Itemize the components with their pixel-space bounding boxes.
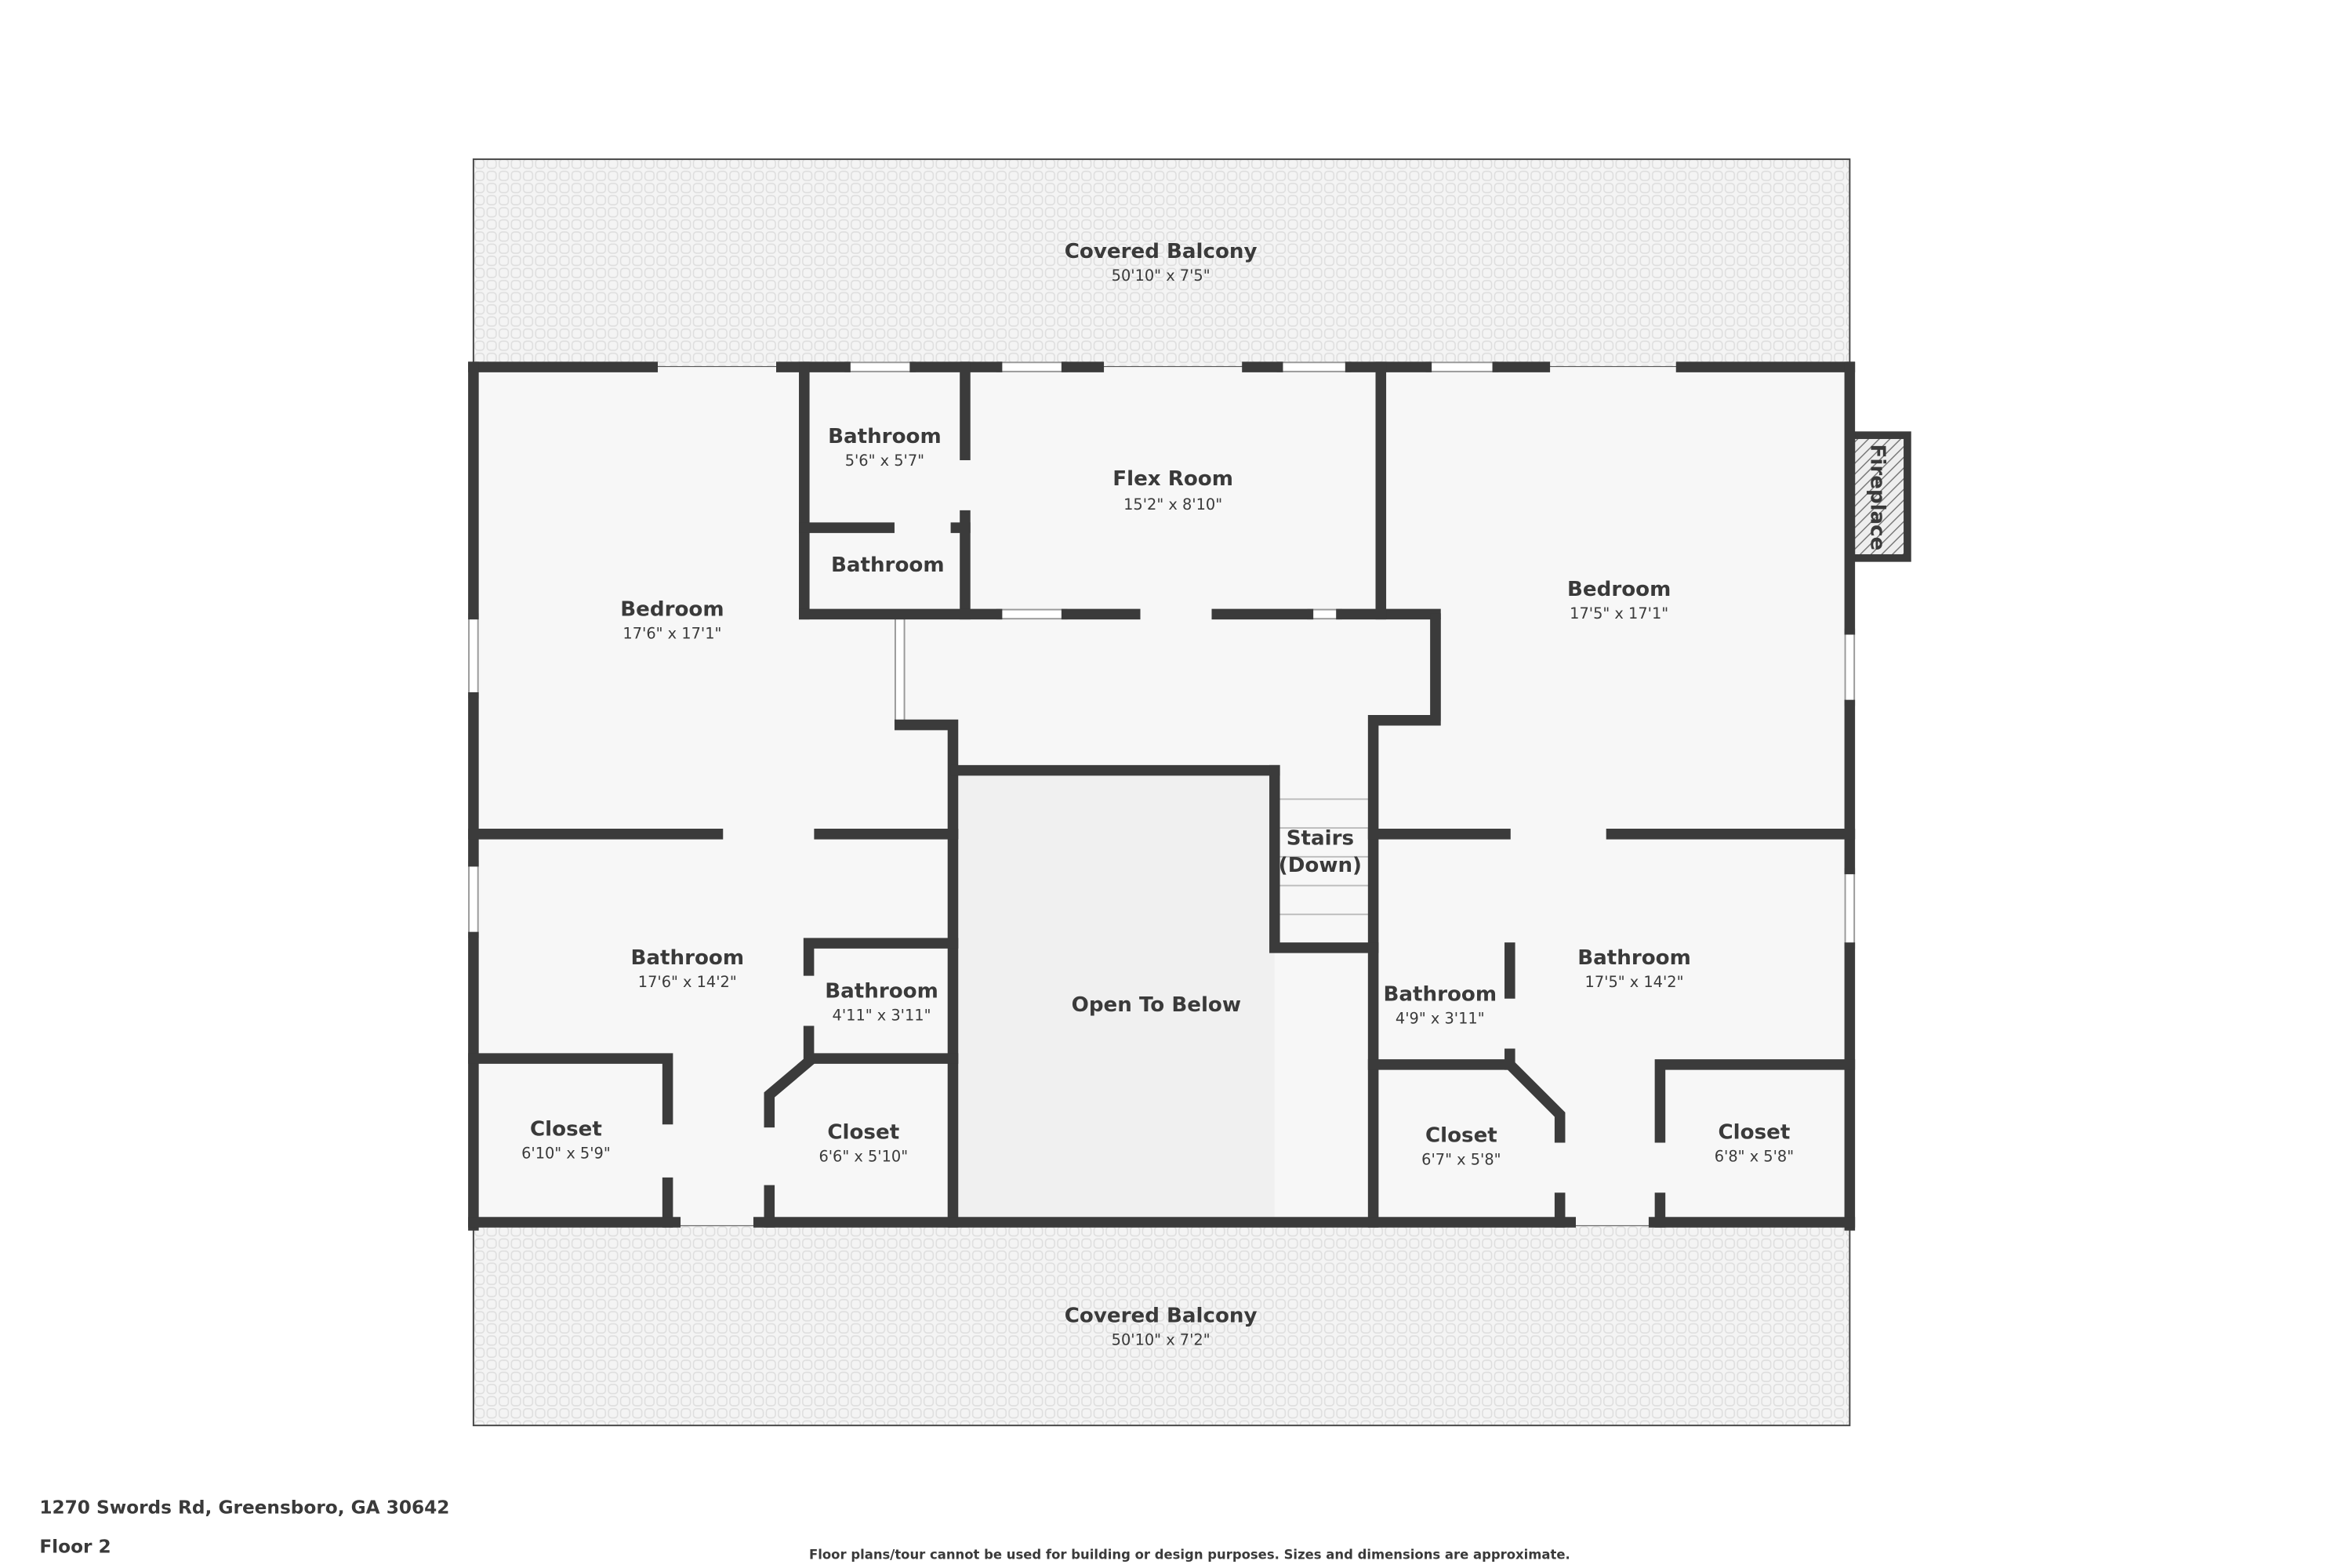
room-name-closet-1: Closet (530, 1118, 602, 1142)
room-dims-bathroom-right: 17'5" x 14'2" (1585, 973, 1684, 991)
room-dims-closet-3: 6'7" x 5'8" (1421, 1150, 1501, 1168)
room-name-flex-room: Flex Room (1112, 467, 1233, 491)
room-name-open-to-below: Open To Below (1072, 993, 1241, 1017)
room-dims-closet-2: 6'6" x 5'10" (818, 1148, 908, 1166)
floor-label: Floor 2 (39, 1537, 111, 1558)
room-dims-bedroom-left: 17'6" x 17'1" (622, 624, 721, 642)
stairs (1277, 798, 1370, 916)
balcony-top (472, 158, 1851, 368)
room-name-closet-4: Closet (1719, 1121, 1791, 1145)
stairs-label-line2: (Down) (1279, 854, 1362, 877)
address: 1270 Swords Rd, Greensboro, GA 30642 (39, 1497, 449, 1518)
room-dims-balcony-bottom: 50'10" x 7'2" (1112, 1331, 1210, 1349)
room-dims-bathroom-small-1: 5'6" x 5'7" (845, 452, 924, 470)
walls (468, 361, 1856, 1231)
room-name-balcony-top: Covered Balcony (1065, 240, 1258, 263)
room-dims-bedroom-right: 17'5" x 17'1" (1570, 604, 1668, 622)
open-to-below-area (956, 770, 1275, 1222)
room-name-bathroom-small-2: Bathroom (831, 554, 945, 577)
room-dims-balcony-top: 50'10" x 7'5" (1112, 267, 1210, 285)
room-name-bedroom-left: Bedroom (620, 597, 724, 621)
balcony-bottom (472, 1224, 1851, 1427)
room-name-bathroom-left: Bathroom (630, 946, 744, 970)
room-dims-closet-4: 6'8" x 5'8" (1715, 1148, 1794, 1166)
room-dims-flex-room: 15'2" x 8'10" (1123, 495, 1222, 514)
room-dims-bathroom-left-inner: 4'11" x 3'11" (833, 1007, 931, 1025)
room-dims-bathroom-right-inner: 4'9" x 3'11" (1396, 1010, 1485, 1028)
room-dims-bathroom-left: 17'6" x 14'2" (638, 973, 737, 991)
room-name-bathroom-left-inner: Bathroom (825, 980, 938, 1004)
room-name-bathroom-small-1: Bathroom (828, 425, 942, 448)
fireplace-label: Fireplace (1865, 445, 1889, 551)
room-name-closet-2: Closet (827, 1121, 899, 1145)
stairs-label-line1: Stairs (1287, 826, 1354, 850)
room-name-bedroom-right: Bedroom (1567, 578, 1671, 601)
room-name-bathroom-right: Bathroom (1577, 946, 1691, 970)
disclaimer: Floor plans/tour cannot be used for buil… (809, 1547, 1570, 1562)
room-name-bathroom-right-inner: Bathroom (1383, 983, 1497, 1007)
room-dims-closet-1: 6'10" x 5'9" (521, 1145, 611, 1163)
room-name-closet-3: Closet (1425, 1123, 1497, 1147)
room-name-balcony-bottom: Covered Balcony (1065, 1305, 1258, 1328)
